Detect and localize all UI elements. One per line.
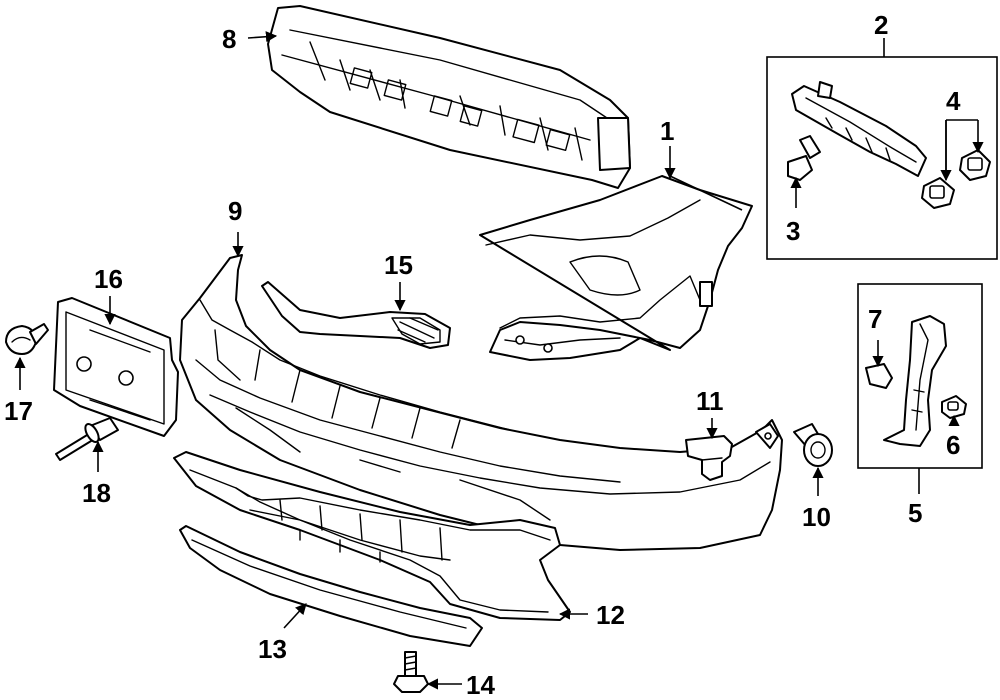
callout-11: 11 [696, 386, 724, 416]
callout-6: 6 [946, 430, 960, 460]
part-5-side-bracket [883, 315, 947, 447]
part-14-bolt [393, 651, 429, 693]
callout-10: 10 [802, 502, 831, 532]
callout-labels: 8 1 2 3 4 5 6 7 9 10 11 12 13 14 15 16 1… [4, 10, 961, 700]
callout-1: 1 [660, 116, 674, 146]
part-15-trim [261, 281, 451, 349]
callout-2: 2 [874, 10, 888, 40]
group-box-2 [766, 56, 998, 260]
callout-4: 4 [946, 86, 961, 116]
part-12-lower-grille [173, 451, 571, 621]
part-9-bumper-cover [179, 254, 783, 551]
callout-13: 13 [258, 634, 287, 664]
callout-12: 12 [596, 600, 625, 630]
callout-18: 18 [82, 478, 111, 508]
part-4-clip-nuts [921, 149, 991, 209]
part-7-clip [865, 363, 893, 389]
part-2-guide [791, 81, 927, 177]
callout-3: 3 [786, 216, 800, 246]
part-10-fastener [793, 423, 833, 467]
part-18-rivet [55, 417, 119, 461]
callout-15: 15 [384, 250, 413, 280]
part-1-corner-cover [479, 175, 753, 361]
part-3-screw [787, 135, 821, 181]
part-16-plate-bracket [53, 297, 179, 437]
callout-8: 8 [222, 24, 236, 54]
part-8-absorber [267, 5, 631, 189]
callout-14: 14 [466, 670, 495, 700]
callout-16: 16 [94, 264, 123, 294]
part-17-clip [5, 323, 49, 355]
part-13-lower-skirt [179, 525, 483, 647]
leader-lines [14, 31, 984, 690]
group-box-5 [857, 283, 983, 469]
callout-5: 5 [908, 498, 922, 528]
part-6-clip [941, 395, 967, 419]
callout-9: 9 [228, 196, 242, 226]
callout-17: 17 [4, 396, 33, 426]
callout-7: 7 [868, 304, 882, 334]
part-11-bracket [685, 435, 733, 481]
